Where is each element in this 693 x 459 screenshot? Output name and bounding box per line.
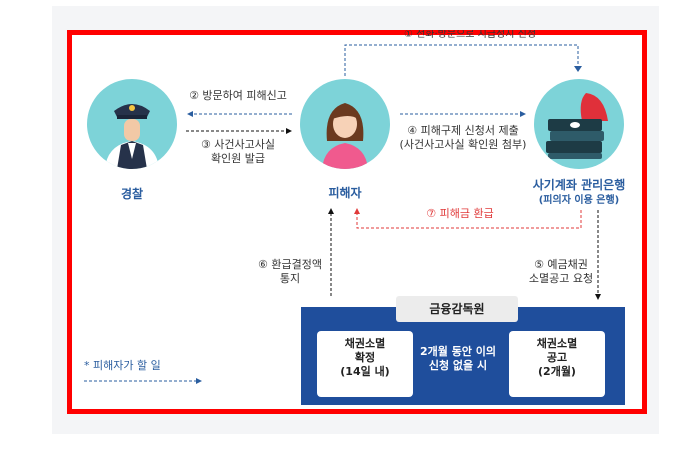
step3-arrowhead xyxy=(286,128,292,134)
left-box-line3: (14일 내) xyxy=(340,365,390,378)
legend-arrowhead xyxy=(196,378,202,384)
step4-label-line1: ④ 피해구제 신청서 제출 xyxy=(407,124,519,137)
step1-label: ① 전화·방문으로 지급정지 신청 xyxy=(403,30,537,40)
police-avatar xyxy=(87,79,177,169)
step1-arrowhead xyxy=(574,66,582,72)
right-box-line2: 공고 xyxy=(546,351,568,364)
bank-avatar xyxy=(534,79,624,169)
step2-arrowhead xyxy=(187,111,193,117)
right-box-line1: 채권소멸 xyxy=(536,337,578,350)
police-officer-icon xyxy=(105,104,159,169)
woman-icon xyxy=(322,103,368,169)
step1-arrow xyxy=(344,44,579,76)
money-bag-icon xyxy=(546,93,608,159)
claim-extinction-confirmed-box: 채권소멸 확정 (14일 내) xyxy=(317,331,413,397)
step7-arrow xyxy=(356,210,582,229)
step7-label: ⑦ 피해금 환급 xyxy=(426,207,494,220)
claim-extinction-notice-box: 채권소멸 공고 (2개월) xyxy=(509,331,605,397)
step5-label-line2: 소멸공고 요청 xyxy=(528,272,594,285)
step5-label-line1: ⑤ 예금채권 xyxy=(534,258,588,271)
step6-label-line2: 통지 xyxy=(279,272,301,285)
bank-sublabel: (피의자 이용 은행) xyxy=(538,195,620,206)
left-box-line1: 채권소멸 xyxy=(344,337,386,350)
step3-label-line1: ③ 사건사고사실 xyxy=(200,138,276,151)
step5-arrowhead xyxy=(595,294,601,300)
fss-middle-line1: 2개월 동안 이의 xyxy=(419,345,497,358)
step7-arrowhead xyxy=(354,208,360,214)
step3-label-line2: 확인원 발급 xyxy=(210,152,266,165)
step4-arrowhead xyxy=(520,111,526,117)
police-label: 경찰 xyxy=(120,187,144,201)
fss-title: 금융감독원 xyxy=(396,296,518,322)
bank-label: 사기계좌 관리은행 xyxy=(532,178,626,192)
left-box-line2: 확정 xyxy=(354,351,376,364)
fss-middle-line2: 신청 없을 시 xyxy=(428,359,488,372)
step6-label-line1: ⑥ 환급결정액 xyxy=(258,258,322,271)
step6-arrowhead xyxy=(328,208,334,214)
victim-label: 피해자 xyxy=(328,186,362,200)
step4-label-line2: (사건사고사실 확인원 첨부) xyxy=(399,138,527,151)
victim-avatar xyxy=(300,79,390,169)
step2-label: ② 방문하여 피해신고 xyxy=(189,89,287,102)
right-box-line3: (2개월) xyxy=(538,365,576,378)
legend-label: * 피해자가 할 일 xyxy=(84,359,161,372)
